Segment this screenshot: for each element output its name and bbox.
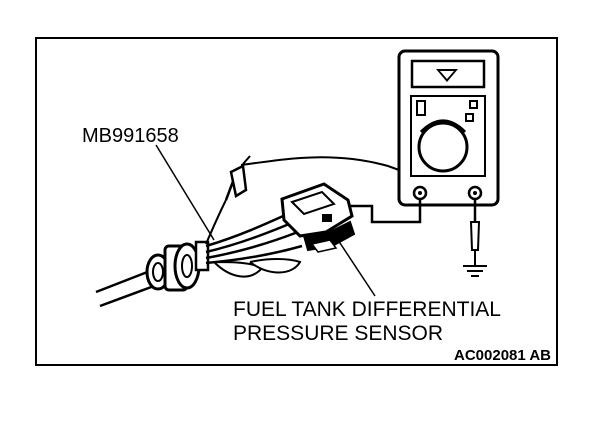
ground-symbol-icon: [463, 265, 487, 277]
pressure-sensor: [280, 182, 356, 253]
ground-probe: [469, 199, 481, 266]
multimeter-icon: [397, 49, 500, 207]
sensor-leader-line: [337, 239, 376, 297]
sensor-label-line1: FUEL TANK DIFFERENTIAL: [233, 298, 501, 321]
tool-code-label: MB991658: [82, 125, 179, 147]
sensor-label-line2: PRESSURE SENSOR: [233, 322, 443, 345]
black-test-lead: [350, 199, 422, 224]
figure-code-label: AC002081 AB: [454, 347, 551, 364]
harness-connector: [145, 240, 210, 292]
figure-border: [35, 37, 558, 366]
alligator-clip-icon: [224, 155, 400, 201]
lead-loops: [213, 258, 302, 278]
tool-leader-line: [155, 144, 215, 241]
wiring-harness: [95, 269, 155, 308]
